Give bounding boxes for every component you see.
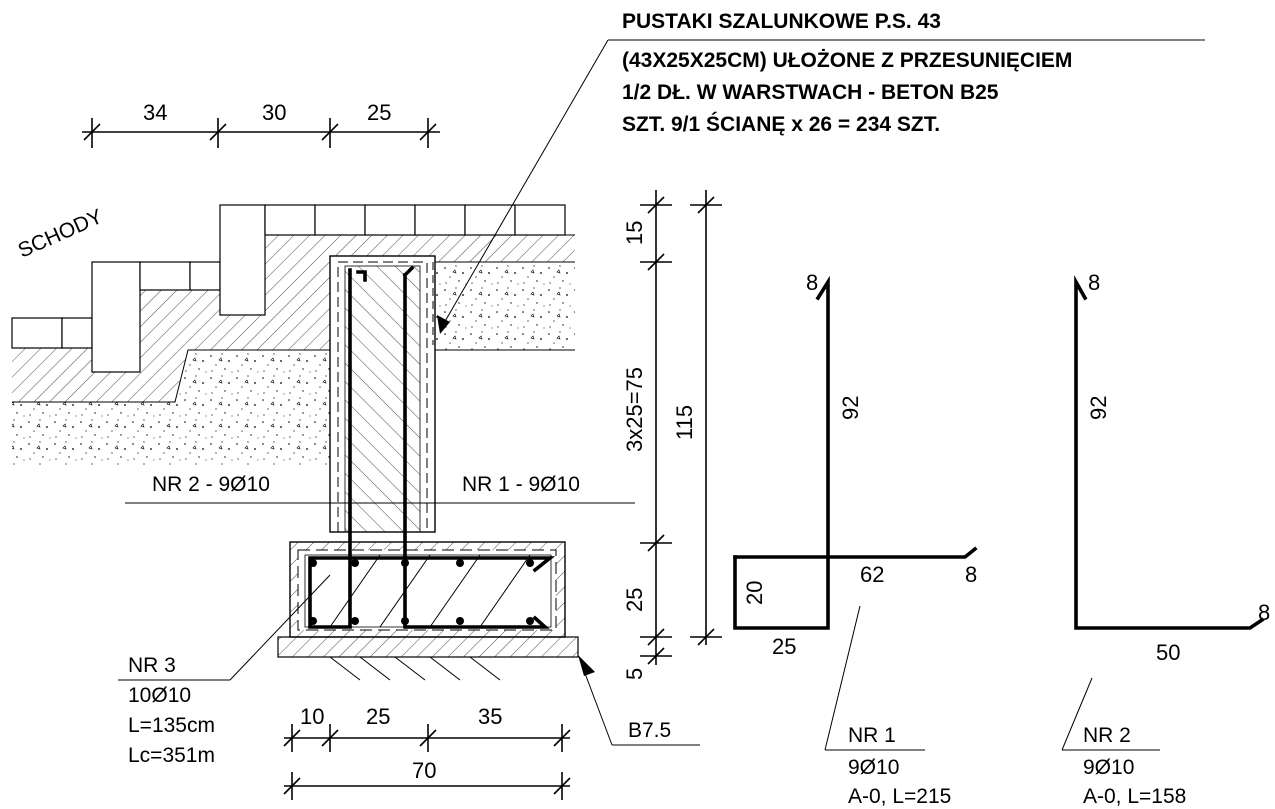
nr2-count: 9Ø10 [1083,756,1134,779]
nr1-vertical: 92 [838,396,863,420]
note-line-1: PUSTAKI SZALUNKOWE P.S. 43 [622,10,941,33]
dim-vert-overall: 115 [672,405,697,440]
nr3-count: 10Ø10 [128,684,191,707]
stair-blocks [11,204,566,373]
note-line-2: (43X25X25CM) UŁOŻONE Z PRZESUNIĘCIEM [622,49,1072,72]
rebar-section [308,265,556,629]
nr1-count: 9Ø10 [848,756,899,779]
nr2-hook-right: 8 [1258,600,1270,625]
nr2-title: NR 2 [1083,724,1131,747]
nr1-horizontal: 62 [860,562,884,587]
note-line-4: SZT. 9/1 ŚCIANĘ x 26 = 234 SZT. [622,112,940,136]
note-line-3: 1/2 DŁ. W WARSTWACH - BETON B25 [622,81,999,104]
nr1-title: NR 1 [848,724,896,747]
stairs-label: SCHODY [15,205,106,263]
dim-bottom-c: 35 [478,704,502,729]
nr1-hook-top: 8 [806,270,818,295]
nr3-total: Lc=351m [128,744,215,767]
label-nr2-left: NR 2 - 9Ø10 [152,473,270,496]
dim-bottom-a: 10 [300,704,324,729]
dim-top-2: 30 [262,100,286,125]
nr1-hook-right: 8 [965,562,977,587]
top-dimension-chain [82,118,440,148]
nr1-spec: A-0, L=215 [848,785,951,808]
nr3-length: L=135cm [128,714,215,737]
dim-top-1: 34 [143,100,167,125]
nr2-hook-top: 8 [1088,270,1100,295]
formwork-note: PUSTAKI SZALUNKOWE P.S. 43 (43X25X25CM) … [437,10,1205,334]
b75-label: B7.5 [628,719,671,742]
label-nr1-right: NR 1 - 9Ø10 [462,473,580,496]
dim-vert-wall: 3x25=75 [622,367,647,452]
dim-top-3: 25 [367,100,391,125]
b75-callout: B7.5 [578,655,700,746]
nr1-stirrup-w: 25 [772,634,796,659]
bar-nr1-callout: NR 1 9Ø10 A-0, L=215 [824,605,951,808]
ground-fill [12,205,575,465]
dim-vert-footing: 25 [622,588,647,612]
bottom-dimension-chain [283,724,571,800]
nr3-callout: NR 3 10Ø10 L=135cm Lc=351m [118,574,331,767]
nr1-stirrup-h: 20 [742,581,767,605]
dim-vert-base: 5 [622,668,647,680]
bar-nr1-shape: 8 92 62 8 20 25 [733,270,978,659]
dim-vert-top: 15 [622,221,647,245]
nr2-vertical: 92 [1086,396,1111,420]
bar-nr2-shape: 8 92 50 8 [1074,270,1270,665]
dim-bottom-total: 70 [412,758,436,783]
nr3-title: NR 3 [128,654,176,677]
nr2-spec: A-0, L=158 [1083,785,1186,808]
wall-section [329,255,436,533]
bar-nr2-callout: NR 2 9Ø10 A-0, L=158 [1061,677,1186,808]
dim-bottom-b: 25 [366,704,390,729]
vertical-dimension-chain [640,190,722,665]
nr2-horizontal: 50 [1156,640,1180,665]
